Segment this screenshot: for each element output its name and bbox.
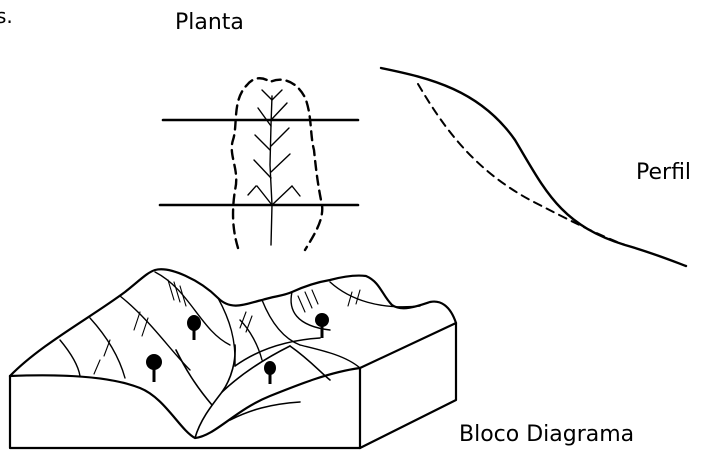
block-right-face bbox=[360, 323, 456, 448]
block-drainage bbox=[176, 338, 330, 438]
plan-drainage-network bbox=[248, 90, 300, 245]
tree-icon bbox=[264, 361, 276, 384]
block-trees bbox=[146, 313, 329, 384]
block-hatching bbox=[94, 280, 360, 374]
block-back-rim bbox=[10, 269, 456, 376]
profile-drawing bbox=[381, 68, 686, 266]
block-front-face bbox=[10, 368, 360, 448]
block-front-profile bbox=[10, 368, 360, 438]
plan-valley-outline bbox=[232, 78, 323, 250]
tree-icon bbox=[146, 354, 162, 382]
profile-dashed-curve bbox=[418, 84, 625, 245]
tree-icon bbox=[187, 315, 201, 340]
block-diagram-drawing bbox=[10, 269, 456, 448]
tree-icon bbox=[315, 313, 329, 338]
plan-view-drawing bbox=[160, 78, 358, 250]
